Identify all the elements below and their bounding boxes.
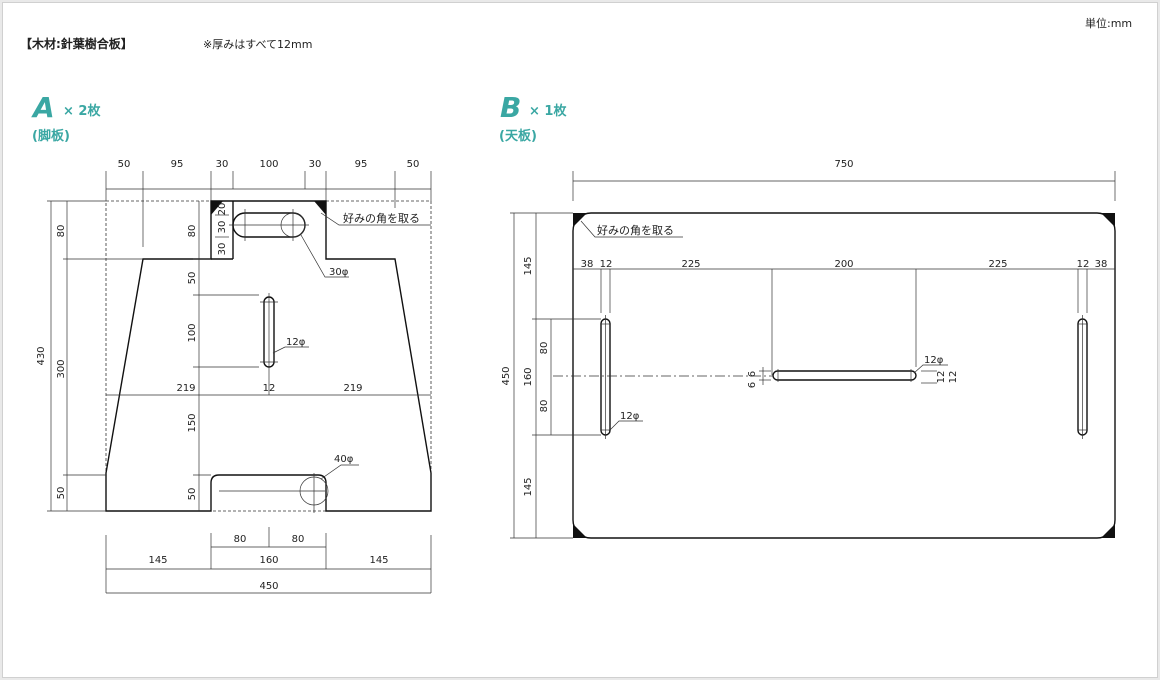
b-corner-bl (573, 524, 587, 538)
corner-cut-left (211, 201, 223, 215)
dim-a-bottom-450: 450 (259, 581, 278, 592)
dim-a-top-95b: 95 (355, 159, 368, 170)
dim-a-top-30b: 30 (309, 159, 322, 170)
dim-a-left-80: 80 (56, 225, 67, 238)
dim-a-top-95a: 95 (171, 159, 184, 170)
dim-a-bottom-160: 160 (259, 555, 278, 566)
thickness-note: ※厚みはすべて12mm (203, 38, 312, 51)
part-a-inner-vertical-dims (193, 201, 259, 511)
dim-a-top-100: 100 (259, 159, 278, 170)
part-a-stock-outline (105, 200, 432, 512)
part-b-letter: B (500, 91, 521, 124)
label-a-30phi: 30φ (329, 267, 349, 278)
dim-a-bottom-80a: 80 (234, 534, 247, 545)
dim-a-bottom-80b: 80 (292, 534, 305, 545)
part-a-letter: A (31, 91, 55, 124)
dim-a-bottom-145b: 145 (369, 555, 388, 566)
dim-a-219b: 219 (343, 383, 362, 394)
dim-b-center-12b: 12 (948, 371, 959, 384)
dim-a-left-300: 300 (56, 359, 67, 378)
dim-b-row-38b: 38 (1095, 259, 1108, 270)
dim-a-top-50a: 50 (118, 159, 131, 170)
part-b-count: × 1枚 (529, 103, 567, 119)
dim-b-row-12a: 12 (600, 259, 613, 270)
dim-a-top-30a: 30 (216, 159, 229, 170)
dim-a-12: 12 (263, 383, 276, 394)
part-b-left-dims (510, 212, 601, 539)
plan-drawing: 【木材:針葉樹合板】 ※厚みはすべて12mm 単位:mm A × 2枚 (脚板)… (20, 16, 1132, 594)
part-a-top-dimensions: 50 95 30 100 30 95 50 (105, 159, 432, 247)
part-a-corner-note: 好みの角を取る (343, 211, 420, 225)
dim-b-left-450: 450 (501, 366, 512, 385)
b-corner-tr (1101, 213, 1115, 227)
part-b-outline (572, 212, 1116, 539)
label-a-40phi: 40φ (334, 454, 354, 465)
dim-b-row-225b: 225 (988, 259, 1007, 270)
dim-a-top-50b: 50 (407, 159, 420, 170)
dim-b-left-145b: 145 (523, 477, 534, 496)
dim-b-row-200: 200 (834, 259, 853, 270)
dim-a-left-50: 50 (56, 487, 67, 500)
dim-b-row-38a: 38 (581, 259, 594, 270)
unit-label: 単位:mm (1085, 16, 1132, 30)
part-a-left-dims (47, 200, 143, 512)
dim-a-inner-80: 80 (187, 225, 198, 238)
dim-a-219a: 219 (176, 383, 195, 394)
dim-a-inner-50b: 50 (187, 488, 198, 501)
b-corner-br (1101, 524, 1115, 538)
dim-b-left-80a: 80 (539, 342, 550, 355)
dim-a-inner-150: 150 (187, 413, 198, 432)
dim-a-inner-100: 100 (187, 323, 198, 342)
part-a-name: (脚板) (32, 128, 70, 144)
part-b-slot-center (772, 370, 917, 381)
dim-b-left-160: 160 (523, 367, 534, 386)
hole-40-marker (299, 476, 329, 506)
label-b-slot-left: 12φ (620, 411, 640, 422)
label-b-slot-center: 12φ (924, 355, 944, 366)
dim-a-inner-50a: 50 (187, 272, 198, 285)
dim-a-inner-30a: 30 (217, 243, 228, 256)
dim-b-top-750: 750 (834, 159, 853, 170)
part-a-outline (105, 200, 432, 512)
dim-b-center-6a: 6 (747, 371, 758, 377)
b-corner-tl (573, 213, 587, 227)
dim-b-center-6b: 6 (747, 382, 758, 388)
part-a-count: × 2枚 (63, 103, 101, 119)
dim-b-left-145a: 145 (523, 256, 534, 275)
dim-a-left-430: 430 (36, 346, 47, 365)
part-b-name: (天板) (499, 128, 537, 144)
dim-b-row-12b: 12 (1077, 259, 1090, 270)
part-b-extension-lines (600, 269, 1088, 375)
hole-30-marker (280, 212, 306, 238)
dim-a-inner-30b: 30 (217, 221, 228, 234)
part-a-bottom-dims (105, 527, 432, 594)
dim-b-center-12a: 12 (936, 371, 947, 384)
dim-a-inner-20: 20 (217, 203, 228, 216)
material-heading: 【木材:針葉樹合板】 (20, 36, 133, 51)
dim-b-row-225a: 225 (681, 259, 700, 270)
corner-cut-right (314, 201, 326, 215)
dim-a-bottom-145a: 145 (148, 555, 167, 566)
part-b-top-dims (572, 171, 1116, 201)
part-b-corner-note: 好みの角を取る (597, 223, 674, 237)
label-a-12phi: 12φ (286, 337, 306, 348)
dim-b-left-80b: 80 (539, 400, 550, 413)
